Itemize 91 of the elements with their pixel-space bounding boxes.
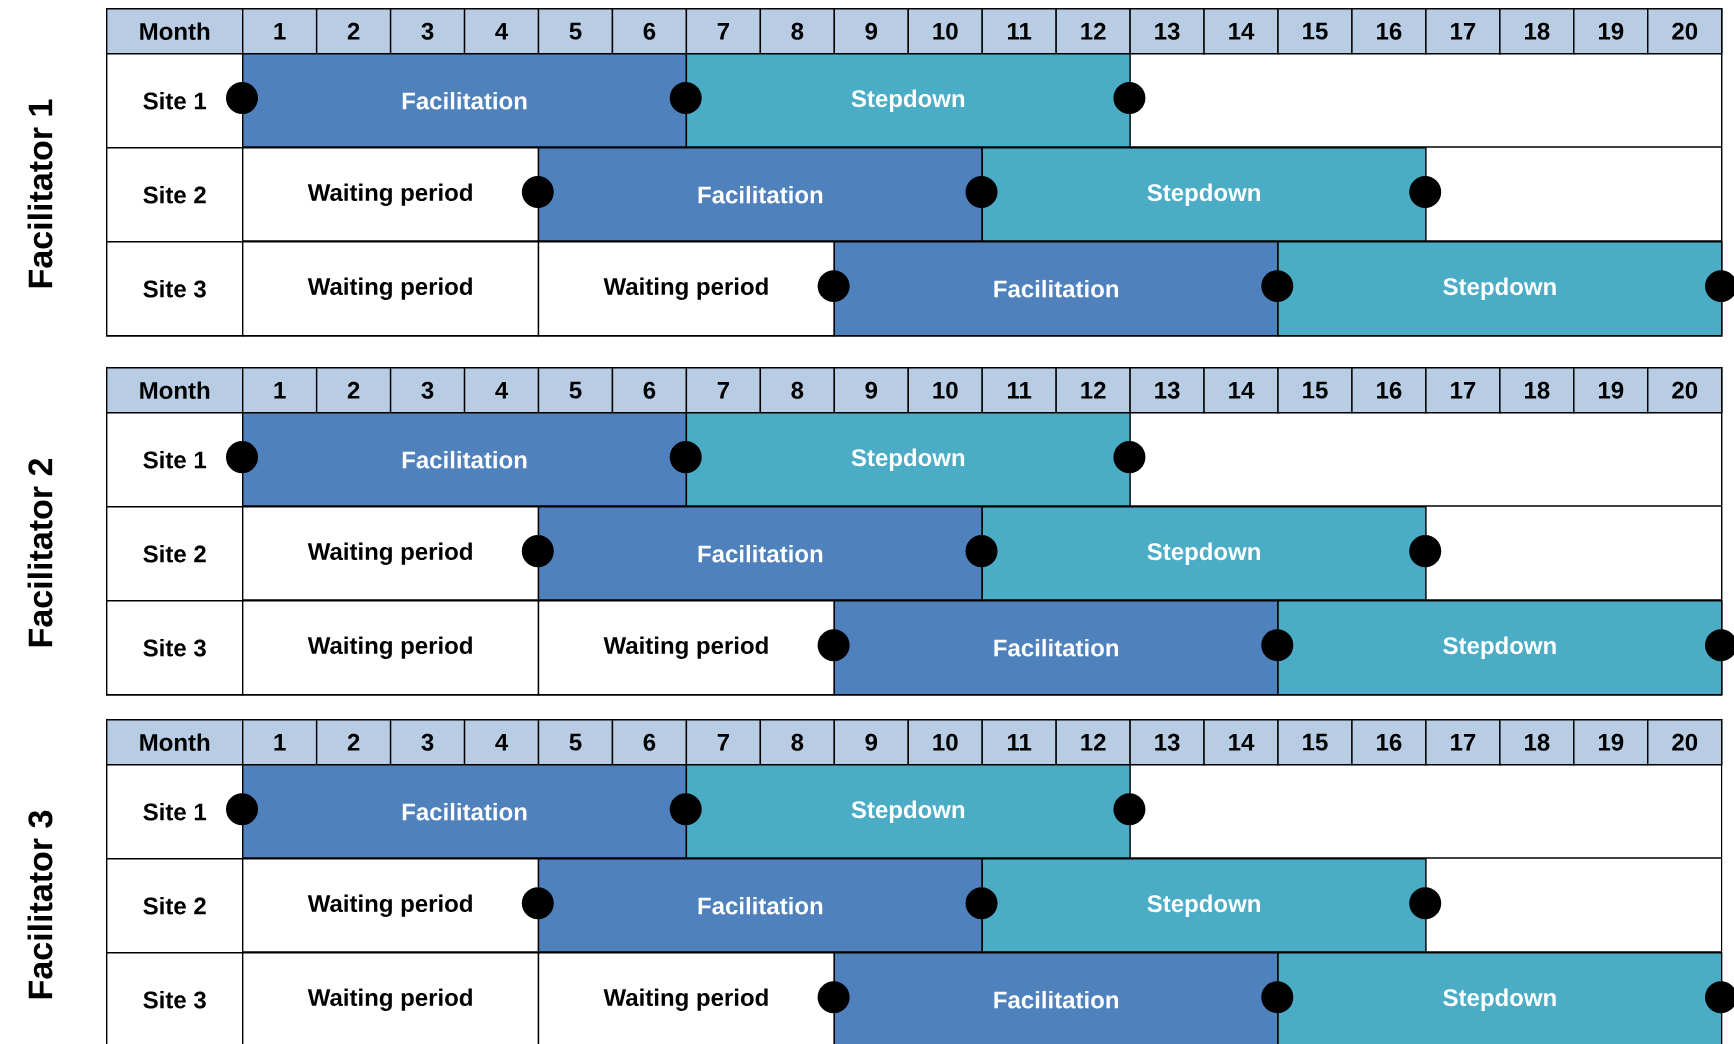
month-cell: 11 [981, 367, 1057, 414]
month-cell: 5 [537, 8, 614, 55]
month-cell: 3 [389, 8, 466, 55]
month-cell: 12 [1055, 367, 1131, 414]
node-label: Facilitator 3 [27, 810, 53, 999]
header-cell: Month [106, 719, 244, 766]
month-cell: 17 [1425, 8, 1501, 55]
month-cell: 4 [463, 367, 540, 414]
month-cell: 7 [685, 719, 762, 766]
month-cell: 13 [1129, 8, 1205, 55]
stepdown-bar: Stepdown [685, 412, 1131, 508]
month-cell: 7 [685, 367, 762, 414]
month-cell: 8 [759, 8, 835, 55]
node-label: Facilitator 2 [27, 458, 53, 647]
month-cell: 2 [315, 367, 392, 414]
month-cell: 18 [1499, 719, 1575, 766]
facilitation-bar: Facilitation [833, 952, 1279, 1044]
month-cell: 7 [685, 8, 762, 55]
facilitation-bar: Facilitation [242, 53, 688, 149]
month-cell: 4 [463, 8, 540, 55]
month-cell: 20 [1647, 367, 1723, 414]
month-cell: 4 [463, 719, 540, 766]
facilitation-bar: Facilitation [537, 506, 983, 602]
stepdown-bar: Stepdown [1277, 241, 1723, 337]
month-cell: 15 [1277, 719, 1353, 766]
month-cell: 12 [1055, 8, 1131, 55]
waiting-period-cell: Waiting period [242, 506, 540, 602]
month-cell: 19 [1573, 8, 1649, 55]
month-cell: 6 [611, 8, 688, 55]
stepdown-bar: Stepdown [1277, 600, 1723, 696]
month-cell: 20 [1647, 719, 1723, 766]
stepdown-bar: Stepdown [685, 764, 1131, 860]
month-cell: 12 [1055, 719, 1131, 766]
month-cell: 2 [315, 719, 392, 766]
month-cell: 3 [389, 367, 466, 414]
facilitation-bar: Facilitation [833, 600, 1279, 696]
month-cell: 14 [1203, 367, 1279, 414]
stepdown-bar: Stepdown [981, 506, 1427, 602]
month-cell: 2 [315, 8, 392, 55]
month-cell: 16 [1351, 8, 1427, 55]
month-cell: 17 [1425, 719, 1501, 766]
site-cell: Site 3 [106, 952, 244, 1044]
month-cell: 3 [389, 719, 466, 766]
month-cell: 6 [611, 719, 688, 766]
month-cell: 14 [1203, 8, 1279, 55]
month-cell: 17 [1425, 367, 1501, 414]
month-cell: 16 [1351, 719, 1427, 766]
waiting-period-cell: Waiting period [537, 952, 835, 1044]
month-cell: 9 [833, 367, 909, 414]
month-cell: 5 [537, 719, 614, 766]
waiting-period-cell: Waiting period [242, 858, 540, 954]
waiting-period-cell: Waiting period [537, 600, 835, 696]
month-cell: 15 [1277, 8, 1353, 55]
month-cell: 9 [833, 8, 909, 55]
month-cell: 13 [1129, 367, 1205, 414]
month-cell: 18 [1499, 367, 1575, 414]
month-cell: 13 [1129, 719, 1205, 766]
month-cell: 10 [907, 719, 983, 766]
month-cell: 19 [1573, 367, 1649, 414]
stepdown-bar: Stepdown [981, 858, 1427, 954]
facilitation-bar: Facilitation [537, 858, 983, 954]
stepdown-bar: Stepdown [1277, 952, 1723, 1044]
month-cell: 18 [1499, 8, 1575, 55]
month-cell: 15 [1277, 367, 1353, 414]
month-cell: 1 [242, 8, 318, 55]
month-cell: 8 [759, 719, 835, 766]
month-cell: 16 [1351, 367, 1427, 414]
month-cell: 9 [833, 719, 909, 766]
month-cell: 5 [537, 367, 614, 414]
month-cell: 6 [611, 367, 688, 414]
month-cell: 14 [1203, 719, 1279, 766]
facilitation-bar: Facilitation [537, 147, 983, 243]
waiting-period-cell: Waiting period [537, 241, 835, 337]
node-label: Facilitator 1 [27, 99, 53, 288]
facilitation-bar: Facilitation [242, 764, 688, 860]
waiting-period-cell: Waiting period [242, 147, 540, 243]
month-cell: 10 [907, 367, 983, 414]
header-cell: Month [106, 8, 244, 55]
header-cell: Month [106, 367, 244, 414]
facilitation-bar: Facilitation [242, 412, 688, 508]
month-cell: 1 [242, 367, 318, 414]
facilitation-bar: Facilitation [833, 241, 1279, 337]
stepdown-bar: Stepdown [981, 147, 1427, 243]
month-cell: 19 [1573, 719, 1649, 766]
month-cell: 10 [907, 8, 983, 55]
month-cell: 1 [242, 719, 318, 766]
month-cell: 20 [1647, 8, 1723, 55]
month-cell: 11 [981, 8, 1057, 55]
stepdown-bar: Stepdown [685, 53, 1131, 149]
month-cell: 11 [981, 719, 1057, 766]
month-cell: 8 [759, 367, 835, 414]
